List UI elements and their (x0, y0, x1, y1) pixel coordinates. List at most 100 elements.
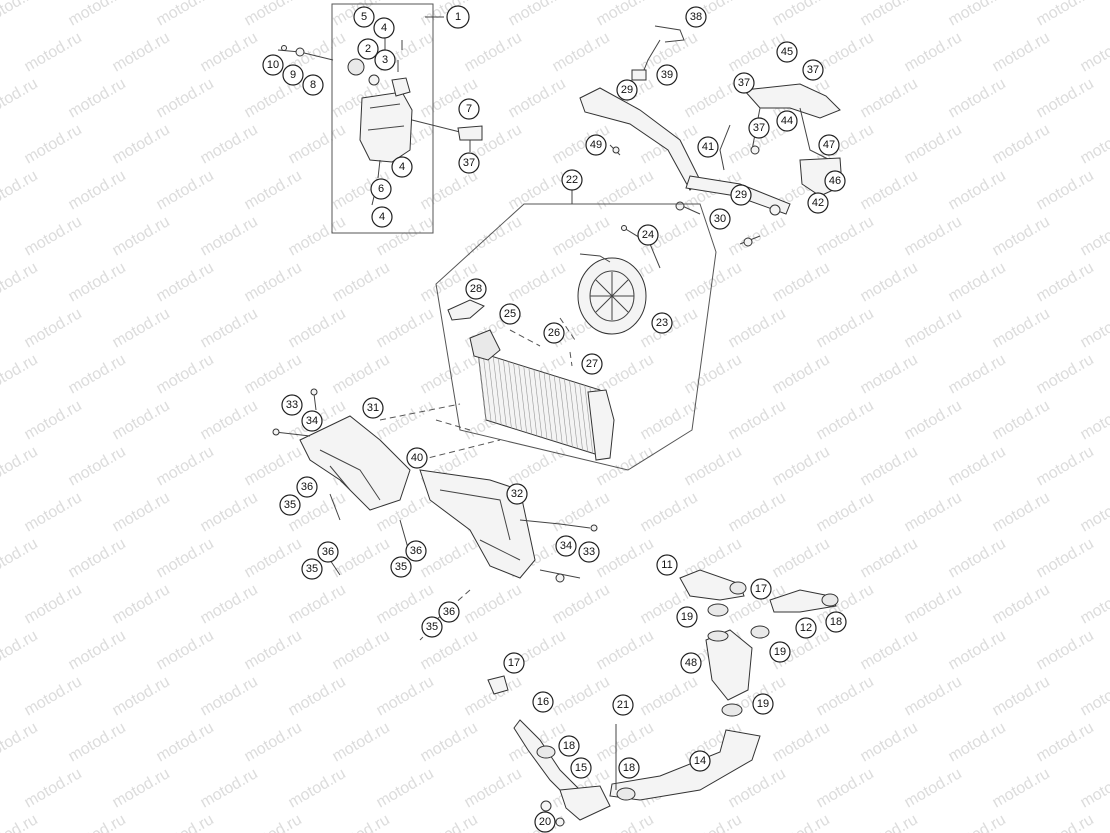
svg-text:28: 28 (470, 283, 482, 295)
callout-7[interactable]: 7 (458, 98, 480, 120)
callout-37[interactable]: 37 (748, 117, 770, 139)
watermark-text: motod.ru (66, 351, 129, 397)
callout-22[interactable]: 22 (561, 169, 583, 191)
watermark-text: motod.ru (22, 121, 85, 167)
callout-12[interactable]: 12 (795, 617, 817, 639)
callout-36[interactable]: 36 (405, 540, 427, 562)
callout-4[interactable]: 4 (391, 156, 413, 178)
watermark-text: motod.ru (946, 351, 1009, 397)
callout-36[interactable]: 36 (296, 476, 318, 498)
watermark-text: motod.ru (22, 397, 85, 443)
callout-15[interactable]: 15 (570, 757, 592, 779)
callout-41[interactable]: 41 (697, 136, 719, 158)
callout-35[interactable]: 35 (279, 494, 301, 516)
watermark-text: motod.ru (858, 443, 921, 489)
callout-48[interactable]: 48 (680, 652, 702, 674)
svg-text:37: 37 (807, 64, 819, 76)
callout-36[interactable]: 36 (438, 601, 460, 623)
callout-47[interactable]: 47 (818, 134, 840, 156)
callout-6[interactable]: 6 (370, 178, 392, 200)
watermark-text: motod.ru (682, 443, 745, 489)
callout-4[interactable]: 4 (373, 17, 395, 39)
watermark-text: motod.ru (330, 259, 393, 305)
watermark-text: motod.ru (726, 305, 789, 351)
callout-17[interactable]: 17 (750, 578, 772, 600)
callout-5[interactable]: 5 (353, 6, 375, 28)
callout-29[interactable]: 29 (616, 79, 638, 101)
watermark-text: motod.ru (110, 765, 173, 811)
callout-27[interactable]: 27 (581, 353, 603, 375)
callout-14[interactable]: 14 (689, 750, 711, 772)
svg-text:21: 21 (617, 699, 629, 711)
watermark-text: motod.ru (0, 719, 41, 765)
callout-34[interactable]: 34 (555, 535, 577, 557)
callout-37[interactable]: 37 (802, 59, 824, 81)
watermark-text: motod.ru (286, 121, 349, 167)
callout-38[interactable]: 38 (685, 6, 707, 28)
callout-32[interactable]: 32 (506, 483, 528, 505)
svg-text:23: 23 (656, 317, 668, 329)
watermark-text: motod.ru (154, 627, 217, 673)
callout-25[interactable]: 25 (499, 303, 521, 325)
callout-39[interactable]: 39 (656, 64, 678, 86)
callout-11[interactable]: 11 (656, 554, 678, 576)
watermark-text: motod.ru (198, 581, 261, 627)
callout-29[interactable]: 29 (730, 184, 752, 206)
radiator-fin (528, 367, 538, 436)
callout-17[interactable]: 17 (503, 652, 525, 674)
watermark-text: motod.ru (1078, 213, 1110, 259)
callout-42[interactable]: 42 (807, 192, 829, 214)
callout-20[interactable]: 20 (534, 811, 556, 833)
callout-10[interactable]: 10 (262, 54, 284, 76)
radiator-fin (518, 364, 527, 433)
watermark-text: motod.ru (154, 443, 217, 489)
watermark-text: motod.ru (506, 259, 569, 305)
watermark-text: motod.ru (682, 811, 745, 833)
callout-40[interactable]: 40 (406, 447, 428, 469)
svg-text:10: 10 (267, 59, 279, 71)
callout-23[interactable]: 23 (651, 312, 673, 334)
svg-text:14: 14 (694, 755, 706, 767)
callout-33[interactable]: 33 (578, 541, 600, 563)
callout-37[interactable]: 37 (733, 72, 755, 94)
callout-19[interactable]: 19 (676, 606, 698, 628)
callout-35[interactable]: 35 (301, 558, 323, 580)
callout-2[interactable]: 2 (357, 38, 379, 60)
callout-18[interactable]: 18 (558, 735, 580, 757)
callout-24[interactable]: 24 (637, 224, 659, 246)
callout-37[interactable]: 37 (458, 152, 480, 174)
callout-4[interactable]: 4 (371, 206, 393, 228)
callout-36[interactable]: 36 (317, 541, 339, 563)
callout-28[interactable]: 28 (465, 278, 487, 300)
callout-49[interactable]: 49 (585, 134, 607, 156)
callout-33[interactable]: 33 (281, 394, 303, 416)
callout-26[interactable]: 26 (543, 322, 565, 344)
callout-18[interactable]: 18 (618, 757, 640, 779)
callout-30[interactable]: 30 (709, 208, 731, 230)
callout-21[interactable]: 21 (612, 694, 634, 716)
watermark-text: motod.ru (594, 811, 657, 833)
svg-text:37: 37 (463, 157, 475, 169)
callout-46[interactable]: 46 (824, 170, 846, 192)
svg-text:39: 39 (661, 69, 673, 81)
watermark-text: motod.ru (902, 765, 965, 811)
callout-35[interactable]: 35 (390, 556, 412, 578)
svg-text:4: 4 (379, 211, 385, 223)
watermark-text: motod.ru (462, 765, 525, 811)
radiator-fin (579, 383, 588, 452)
callout-16[interactable]: 16 (532, 691, 554, 713)
callout-31[interactable]: 31 (362, 397, 384, 419)
callout-1[interactable]: 1 (425, 5, 470, 29)
callout-45[interactable]: 45 (776, 41, 798, 63)
watermark-text: motod.ru (374, 397, 437, 443)
watermark-text: motod.ru (418, 351, 481, 397)
callout-19[interactable]: 19 (752, 693, 774, 715)
callout-8[interactable]: 8 (302, 74, 324, 96)
callout-9[interactable]: 9 (282, 64, 304, 86)
callout-44[interactable]: 44 (776, 110, 798, 132)
callout-18[interactable]: 18 (825, 611, 847, 633)
callout-35[interactable]: 35 (421, 616, 443, 638)
callout-34[interactable]: 34 (301, 410, 323, 432)
callout-3[interactable]: 3 (374, 49, 396, 71)
callout-19[interactable]: 19 (769, 641, 791, 663)
